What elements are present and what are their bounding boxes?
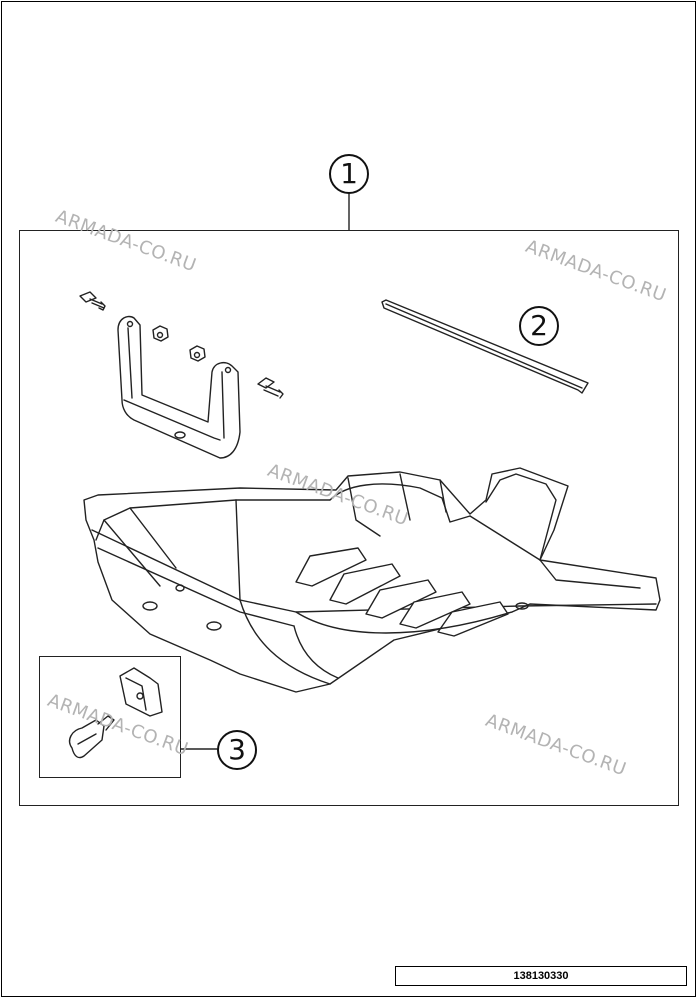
- skid-plate-icon: [83, 467, 661, 693]
- screw-icon: [257, 377, 284, 399]
- mounting-bracket-icon: [117, 315, 241, 459]
- hardware-kit-icon: [68, 667, 163, 759]
- callout-3: 3: [217, 730, 257, 770]
- nut-icon: [152, 325, 169, 342]
- screw-icon: [79, 291, 106, 311]
- hardware-inset-frame: [39, 656, 181, 778]
- callout-2: 2: [519, 306, 559, 346]
- document-number: 138130330: [395, 966, 687, 986]
- rubber-strip-icon: [381, 299, 589, 394]
- callout-1: 1: [329, 154, 369, 194]
- nut-icon: [189, 345, 206, 362]
